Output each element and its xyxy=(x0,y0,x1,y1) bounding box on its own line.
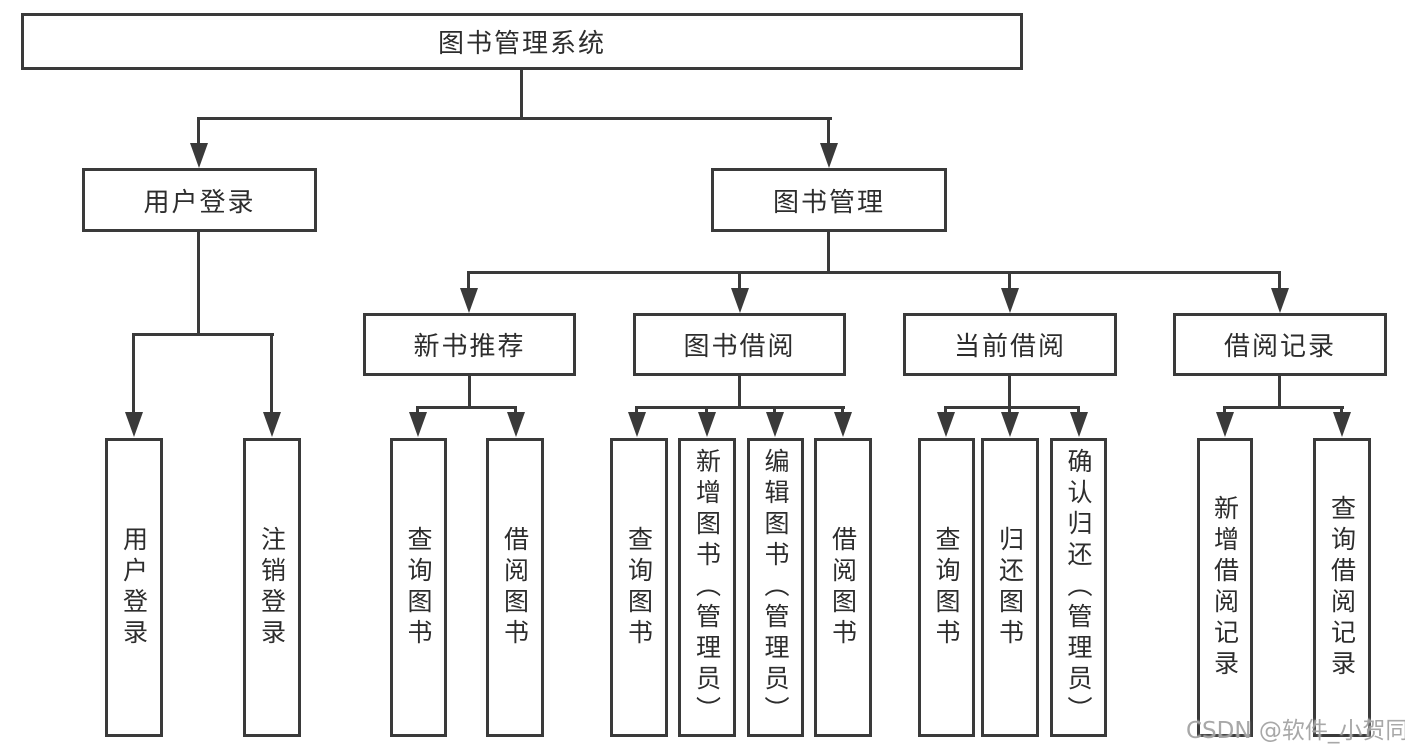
node-leaf-user-login: 用户登录 xyxy=(105,438,163,737)
node-user-login: 用户登录 xyxy=(82,168,317,232)
node-borrow-records-label: 借阅记录 xyxy=(1223,332,1336,362)
node-leaf-br-add-record: 新增借阅记录 xyxy=(1197,438,1253,737)
connector-new-book-rec-stem xyxy=(468,376,471,408)
connector-current-borrow-drop-2 xyxy=(1008,406,1011,416)
connector-book-mgmt-drop-4 xyxy=(1278,271,1281,291)
connector-book-mgmt-bar xyxy=(467,271,1281,274)
node-leaf-bb-edit-book: 编辑图书（管理员） xyxy=(747,438,804,737)
node-book-mgmt-label: 图书管理 xyxy=(772,187,885,218)
node-leaf-rec-query-book-label: 查询图书 xyxy=(404,525,433,650)
arrowhead-book-borrow xyxy=(731,288,749,313)
connector-root-drop-right xyxy=(827,117,830,147)
node-leaf-bb-borrow-book: 借阅图书 xyxy=(814,438,872,737)
arrowhead-bb-edit-book xyxy=(766,412,784,437)
arrowhead-cb-query-book xyxy=(937,412,955,437)
connector-borrow-records-drop-1 xyxy=(1223,406,1226,416)
node-new-book-rec: 新书推荐 xyxy=(363,313,576,376)
node-leaf-cb-confirm-return-label: 确认归还（管理员） xyxy=(1064,448,1093,727)
node-book-borrow: 图书借阅 xyxy=(633,313,846,376)
connector-borrow-records-drop-2 xyxy=(1340,406,1343,416)
connector-book-borrow-drop-4 xyxy=(841,406,844,416)
connector-book-mgmt-drop-1 xyxy=(467,271,470,291)
node-user-login-label: 用户登录 xyxy=(143,187,256,218)
connector-book-borrow-bar xyxy=(635,406,845,409)
node-new-book-rec-label: 新书推荐 xyxy=(413,332,526,362)
connector-root-stem xyxy=(520,69,523,119)
node-root-label: 图书管理系统 xyxy=(437,29,606,59)
arrowhead-cb-confirm-return xyxy=(1070,412,1088,437)
node-leaf-rec-borrow-book-label: 借阅图书 xyxy=(500,525,530,650)
connector-current-borrow-drop-1 xyxy=(944,406,947,416)
node-leaf-br-query-record: 查询借阅记录 xyxy=(1313,438,1371,737)
node-current-borrow: 当前借阅 xyxy=(903,313,1117,376)
arrowhead-br-query-record xyxy=(1333,412,1351,437)
node-leaf-rec-query-book: 查询图书 xyxy=(390,438,447,737)
connector-user-login-drop-1 xyxy=(132,333,135,415)
connector-book-borrow-drop-1 xyxy=(635,406,638,416)
node-leaf-rec-borrow-book: 借阅图书 xyxy=(486,438,544,737)
node-book-mgmt: 图书管理 xyxy=(711,168,947,232)
node-leaf-cb-query-book: 查询图书 xyxy=(918,438,975,737)
connector-book-borrow-drop-2 xyxy=(705,406,708,416)
connector-new-book-rec-drop-1 xyxy=(416,406,419,416)
arrowhead-book-mgmt xyxy=(820,143,838,168)
node-leaf-cb-return-book-label: 归还图书 xyxy=(995,525,1025,650)
connector-book-borrow-drop-3 xyxy=(773,406,776,416)
node-current-borrow-label: 当前借阅 xyxy=(953,332,1066,362)
arrowhead-logout-leaf xyxy=(263,412,281,437)
connector-current-borrow-drop-3 xyxy=(1077,406,1080,416)
connector-book-mgmt-stem xyxy=(827,231,830,273)
connector-user-login-stem xyxy=(197,231,200,335)
connector-borrow-records-bar xyxy=(1223,406,1344,409)
connector-new-book-rec-drop-2 xyxy=(514,406,517,416)
csdn-watermark: CSDN @软件_小贺同学 xyxy=(1186,718,1405,744)
node-leaf-logout-label: 注销登录 xyxy=(257,525,287,650)
arrowhead-bb-add-book xyxy=(698,412,716,437)
node-leaf-user-login-label: 用户登录 xyxy=(119,525,149,650)
node-leaf-logout: 注销登录 xyxy=(243,438,301,737)
connector-user-login-drop-2 xyxy=(270,333,273,415)
node-leaf-cb-query-book-label: 查询图书 xyxy=(932,525,961,650)
connector-current-borrow-stem xyxy=(1008,376,1011,408)
arrowhead-bb-query-book xyxy=(628,412,646,437)
node-leaf-br-add-record-label: 新增借阅记录 xyxy=(1210,494,1240,681)
node-borrow-records: 借阅记录 xyxy=(1173,313,1387,376)
connector-book-borrow-stem xyxy=(738,376,741,408)
node-leaf-bb-query-book: 查询图书 xyxy=(610,438,668,737)
connector-user-login-bar xyxy=(132,333,274,336)
arrowhead-cb-return-book xyxy=(1001,412,1019,437)
node-leaf-bb-borrow-book-label: 借阅图书 xyxy=(828,525,858,650)
arrowhead-new-book-rec xyxy=(460,288,478,313)
node-leaf-bb-add-book-label: 新增图书（管理员） xyxy=(692,448,722,727)
arrowhead-borrow-records xyxy=(1271,288,1289,313)
node-root-library-system: 图书管理系统 xyxy=(21,13,1023,70)
connector-borrow-records-stem xyxy=(1278,376,1281,408)
connector-new-book-rec-bar xyxy=(416,406,517,409)
connector-book-mgmt-drop-2 xyxy=(738,271,741,291)
connector-current-borrow-bar xyxy=(944,406,1080,409)
node-book-borrow-label: 图书借阅 xyxy=(683,332,796,362)
arrowhead-current-borrow xyxy=(1001,288,1019,313)
node-leaf-br-query-record-label: 查询借阅记录 xyxy=(1327,494,1357,681)
arrowhead-rec-borrow-book xyxy=(507,412,525,437)
connector-root-drop-left xyxy=(197,117,200,147)
arrowhead-user-login-leaf xyxy=(125,412,143,437)
arrowhead-user-login xyxy=(190,143,208,168)
node-leaf-cb-return-book: 归还图书 xyxy=(981,438,1039,737)
arrowhead-rec-query-book xyxy=(409,412,427,437)
node-leaf-cb-confirm-return: 确认归还（管理员） xyxy=(1050,438,1107,737)
node-leaf-bb-add-book: 新增图书（管理员） xyxy=(678,438,736,737)
arrowhead-bb-borrow-book xyxy=(834,412,852,437)
arrowhead-br-add-record xyxy=(1216,412,1234,437)
connector-root-bar xyxy=(197,117,832,120)
connector-book-mgmt-drop-3 xyxy=(1008,271,1011,291)
node-leaf-bb-query-book-label: 查询图书 xyxy=(624,525,654,650)
node-leaf-bb-edit-book-label: 编辑图书（管理员） xyxy=(761,448,790,727)
